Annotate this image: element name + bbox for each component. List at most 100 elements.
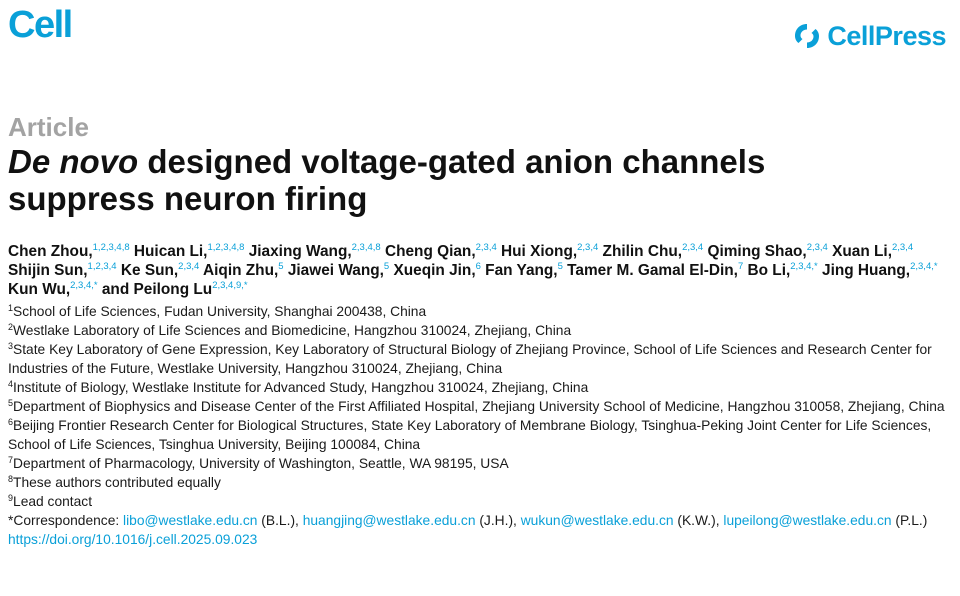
affiliation-item: 5Department of Biophysics and Disease Ce…: [8, 397, 953, 416]
author: Jing Huang,2,3,4,*: [822, 262, 938, 279]
author: Bo Li,2,3,4,*: [748, 262, 818, 279]
correspondence-email-link[interactable]: lupeilong@westlake.edu.cn: [723, 513, 892, 528]
author-affiliation-marker[interactable]: 6: [475, 261, 481, 273]
author-name: Huican Li,: [133, 243, 208, 260]
author-affiliation-marker[interactable]: 5: [278, 261, 284, 273]
affiliation-number: 1: [8, 303, 14, 313]
correspondence-email-link[interactable]: huangjing@westlake.edu.cn: [302, 513, 476, 528]
author-affiliation-marker[interactable]: 5: [557, 261, 563, 273]
affiliation-text: Institute of Biology, Westlake Institute…: [13, 380, 589, 395]
author-name: Hui Xiong,: [501, 243, 578, 260]
affiliation-number: 2: [8, 322, 14, 332]
author: Jiawei Wang,5: [288, 262, 389, 279]
correspondence-initials: (J.H.),: [475, 513, 521, 528]
author-affiliation-marker[interactable]: 1,2,3,4,8: [92, 242, 130, 253]
affiliation-text: Lead contact: [13, 494, 93, 509]
affiliation-text: Department of Biophysics and Disease Cen…: [13, 399, 945, 414]
article-type-label: Article: [8, 112, 89, 142]
author: Xuan Li,2,3,4: [832, 243, 913, 260]
affiliation-number: 6: [8, 417, 14, 427]
affiliation-number: 4: [8, 379, 14, 389]
author: Xueqin Jin,6: [394, 262, 481, 279]
cellpress-wordmark: CellPress: [827, 20, 946, 51]
article-title: De novo designed voltage-gated anion cha…: [8, 143, 908, 217]
correspondence-initials: (P.L.): [891, 513, 928, 528]
author-affiliation-marker[interactable]: 2,3,4,8: [351, 242, 381, 253]
affiliation-number: 7: [8, 455, 14, 465]
affiliation-text: State Key Laboratory of Gene Expression,…: [8, 342, 932, 376]
author-name: Zhilin Chu,: [602, 243, 683, 260]
affiliation-item: 7Department of Pharmacology, University …: [8, 454, 953, 473]
affiliation-item: 8These authors contributed equally: [8, 473, 953, 492]
affiliation-list: 1School of Life Sciences, Fudan Universi…: [8, 302, 953, 549]
author-list: Chen Zhou,1,2,3,4,8 Huican Li,1,2,3,4,8 …: [8, 242, 953, 300]
author-affiliation-marker[interactable]: 1,2,3,4: [87, 261, 117, 273]
author: Tamer M. Gamal El-Din,7: [567, 262, 743, 279]
affiliation-item: 4Institute of Biology, Westlake Institut…: [8, 378, 953, 397]
cellpress-logo: CellPress: [793, 22, 946, 50]
author-name: Aiqin Zhu,: [203, 262, 279, 280]
correspondence-label: *Correspondence:: [8, 513, 124, 528]
affiliation-number: 5: [8, 398, 14, 408]
correspondence: *Correspondence: libo@westlake.edu.cn (B…: [8, 511, 953, 530]
cellpress-swirl-icon: [795, 24, 820, 48]
author-name: Xueqin Jin,: [393, 262, 476, 280]
author-affiliation-marker[interactable]: 2,3,4: [682, 242, 704, 253]
author-affiliation-marker[interactable]: 2,3,4: [891, 242, 914, 253]
correspondence-initials: (K.W.),: [673, 513, 724, 528]
author: Zhilin Chu,2,3,4: [603, 243, 704, 260]
author: Aiqin Zhu,5: [203, 262, 284, 279]
affiliation-item: 3State Key Laboratory of Gene Expression…: [8, 340, 953, 378]
affiliation-number: 9: [8, 493, 14, 503]
author: Chen Zhou,1,2,3,4,8: [8, 243, 130, 260]
author-name: Tamer M. Gamal El-Din,: [567, 262, 738, 280]
author: Cheng Qian,2,3,4: [385, 243, 497, 260]
affiliation-text: School of Life Sciences, Fudan Universit…: [13, 304, 427, 319]
correspondence-email-link[interactable]: libo@westlake.edu.cn: [123, 513, 258, 528]
author: Jiaxing Wang,2,3,4,8: [249, 243, 381, 260]
title-line2: suppress neuron firing: [8, 180, 368, 217]
author: Qiming Shao,2,3,4: [707, 243, 827, 260]
author-name: Kun Wu,: [8, 281, 71, 299]
author-affiliation-marker[interactable]: 2,3,4: [178, 261, 200, 273]
author-affiliation-marker[interactable]: 1,2,3,4,8: [207, 242, 245, 253]
author: Hui Xiong,2,3,4: [501, 243, 598, 260]
author-affiliation-marker[interactable]: 2,3,4: [806, 242, 828, 253]
affiliation-text: Westlake Laboratory of Life Sciences and…: [13, 323, 572, 338]
affiliation-item: 6Beijing Frontier Research Center for Bi…: [8, 416, 953, 454]
author-name: Jiawei Wang,: [287, 262, 384, 280]
affiliation-text: Department of Pharmacology, University o…: [13, 456, 509, 471]
affiliation-item: 9Lead contact: [8, 492, 953, 511]
correspondence-email-link[interactable]: wukun@westlake.edu.cn: [520, 513, 674, 528]
author-affiliation-marker[interactable]: 2,3,4,9,*: [212, 280, 248, 292]
author-name: Fan Yang,: [485, 262, 558, 280]
author: Shijin Sun,1,2,3,4: [8, 262, 117, 279]
author: and Peilong Lu2,3,4,9,*: [102, 281, 248, 298]
affiliation-text: Beijing Frontier Research Center for Bio…: [8, 418, 932, 452]
doi-link[interactable]: https://doi.org/10.1016/j.cell.2025.09.0…: [8, 532, 258, 547]
author-name: Bo Li,: [747, 262, 791, 280]
author-affiliation-marker[interactable]: 2,3,4,*: [790, 261, 818, 273]
author: Ke Sun,2,3,4: [121, 262, 199, 279]
author-affiliation-marker[interactable]: 2,3,4,*: [70, 280, 98, 292]
author-affiliation-marker[interactable]: 5: [383, 261, 390, 273]
affiliation-item: 1School of Life Sciences, Fudan Universi…: [8, 302, 953, 321]
author-name: Ke Sun,: [120, 262, 179, 280]
title-line1-rest: designed voltage-gated anion channels: [138, 143, 766, 180]
affiliation-item: 2Westlake Laboratory of Life Sciences an…: [8, 321, 953, 340]
author-affiliation-marker[interactable]: 2,3,4: [577, 242, 599, 253]
author-name: Jing Huang,: [822, 262, 911, 280]
author-affiliation-marker[interactable]: 2,3,4,*: [910, 261, 938, 273]
author-name: Chen Zhou,: [8, 243, 93, 260]
affiliation-number: 3: [8, 341, 14, 351]
author: Kun Wu,2,3,4,*: [8, 281, 98, 298]
author: Huican Li,1,2,3,4,8: [134, 243, 245, 260]
author-name: Jiaxing Wang,: [248, 243, 352, 260]
title-italic-part: De novo: [8, 143, 139, 180]
author-affiliation-marker[interactable]: 7: [737, 261, 744, 273]
correspondence-initials: (B.L.),: [257, 513, 303, 528]
affiliation-text: These authors contributed equally: [13, 475, 221, 490]
author-name: Xuan Li,: [832, 243, 892, 260]
affiliation-number: 8: [8, 474, 14, 484]
author-affiliation-marker[interactable]: 2,3,4: [475, 242, 497, 253]
